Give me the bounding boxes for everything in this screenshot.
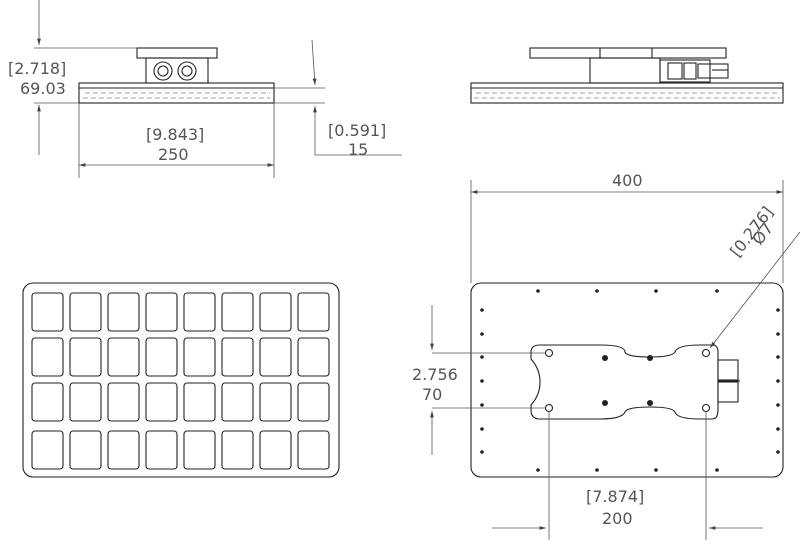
side-connector <box>659 59 729 83</box>
spacing-y-mm-label: 70 <box>422 385 442 404</box>
grid-pocket <box>297 292 330 332</box>
grid-pocket <box>183 292 216 332</box>
spacing-y-inch-label: 2.756 <box>412 365 458 384</box>
perimeter-holes <box>480 289 780 472</box>
grid-plate-outline <box>22 282 340 478</box>
perimeter-hole <box>536 289 540 293</box>
grid-pocket <box>221 337 254 377</box>
height-inch-label: [2.718] <box>8 59 66 78</box>
mount-holes <box>544 348 711 413</box>
spacing-x-mm-label: 200 <box>602 509 633 528</box>
perimeter-hole <box>595 289 599 293</box>
grid-pocket <box>31 382 64 422</box>
grid-pocket <box>259 337 292 377</box>
bottom-view <box>22 282 340 478</box>
perimeter-hole <box>480 308 484 312</box>
perimeter-hole <box>715 468 719 472</box>
grid-pocket <box>183 337 216 377</box>
connector-tab-upper <box>717 359 739 381</box>
side-top-plate <box>529 47 727 59</box>
grid-pocket <box>221 292 254 332</box>
grid-pocket <box>297 337 330 377</box>
grid-pocket <box>145 382 178 422</box>
grid-pocket <box>107 430 140 470</box>
plate-outline <box>470 282 784 478</box>
perimeter-hole <box>480 379 484 383</box>
perimeter-hole <box>776 332 780 336</box>
thickness-mm-label: 15 <box>348 140 368 159</box>
grid-pocket <box>69 382 102 422</box>
perimeter-hole <box>776 355 780 359</box>
perimeter-hole <box>776 379 780 383</box>
side-spacer <box>589 57 661 84</box>
grid-pocket <box>107 292 140 332</box>
grid-pocket <box>259 430 292 470</box>
thickness-inch-label: [0.591] <box>328 121 386 140</box>
grid-pocket <box>31 292 64 332</box>
width-mm-label: 250 <box>158 145 189 164</box>
grid-pocket <box>297 430 330 470</box>
grid-pocket <box>221 382 254 422</box>
grid-pocket <box>69 337 102 377</box>
grid-pocket <box>183 430 216 470</box>
grid-pocket <box>183 382 216 422</box>
perimeter-hole <box>654 468 658 472</box>
perimeter-hole <box>776 403 780 407</box>
mount-contour <box>530 344 719 420</box>
grid-pocket <box>145 337 178 377</box>
top-view: 400 [0.276] Ø7 2.756 70 [7.874] 200 <box>412 171 800 540</box>
grid-pockets <box>31 292 330 470</box>
perimeter-hole <box>480 427 484 431</box>
grid-pocket <box>31 337 64 377</box>
side-view <box>470 47 784 104</box>
grid-pocket <box>107 382 140 422</box>
perimeter-hole <box>480 450 484 454</box>
mount-flange <box>136 47 218 59</box>
grid-pocket <box>259 292 292 332</box>
mount-block <box>145 57 209 84</box>
width-inch-label: [9.843] <box>146 125 204 144</box>
connector-tab-lower <box>717 381 739 403</box>
grid-pocket <box>145 430 178 470</box>
spacing-x-inch-label: [7.874] <box>586 487 644 506</box>
perimeter-hole <box>776 427 780 431</box>
perimeter-hole <box>480 355 484 359</box>
grid-pocket <box>69 430 102 470</box>
connector-ports <box>153 61 197 81</box>
grid-pocket <box>69 292 102 332</box>
height-mm-label: 69.03 <box>20 79 66 98</box>
perimeter-hole <box>536 468 540 472</box>
perimeter-hole <box>480 332 484 336</box>
side-plate-body <box>470 82 784 104</box>
grid-pocket <box>31 430 64 470</box>
grid-pocket <box>297 382 330 422</box>
grid-pocket <box>221 430 254 470</box>
plate-body <box>78 82 275 104</box>
perimeter-hole <box>715 289 719 293</box>
perimeter-hole <box>776 450 780 454</box>
perimeter-hole <box>654 289 658 293</box>
length-mm-label: 400 <box>612 171 643 190</box>
grid-pocket <box>259 382 292 422</box>
grid-pocket <box>145 292 178 332</box>
perimeter-hole <box>595 468 599 472</box>
perimeter-hole <box>776 308 780 312</box>
perimeter-hole <box>480 403 484 407</box>
end-view: [2.718] 69.03 [0.591] 15 [9.843] 250 <box>8 0 402 178</box>
grid-pocket <box>107 337 140 377</box>
